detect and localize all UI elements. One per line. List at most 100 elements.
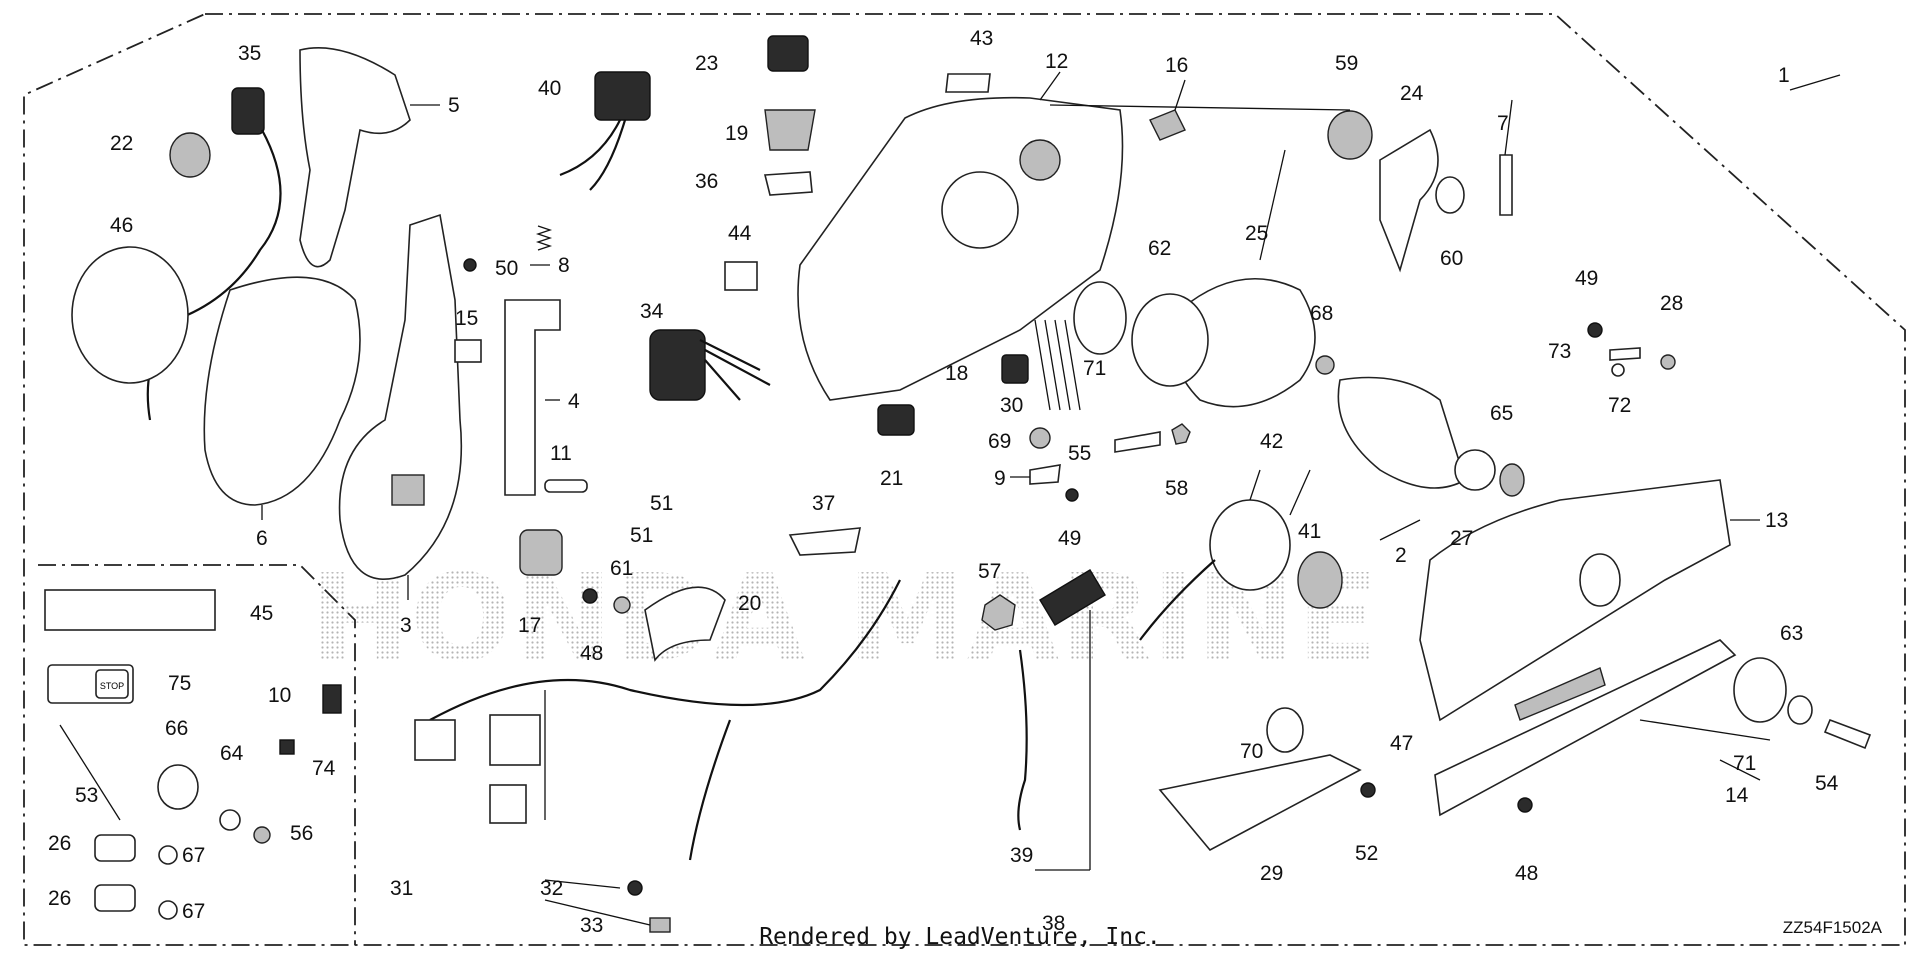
callout-62: 62	[1148, 237, 1171, 260]
screw-50	[463, 258, 477, 272]
adhesive-strips	[1034, 319, 1081, 411]
callout-65: 65	[1490, 402, 1513, 425]
connector-31	[489, 784, 527, 824]
callout-67b: 67	[182, 900, 205, 923]
callout-12: 12	[1045, 50, 1068, 73]
washer-72	[1611, 363, 1625, 377]
callout-39: 39	[1010, 844, 1033, 867]
callout-43: 43	[970, 27, 993, 50]
callout-58: 58	[1165, 477, 1188, 500]
callout-56: 56	[290, 822, 313, 845]
block-10	[279, 739, 295, 755]
wire-harness-branch	[688, 719, 732, 861]
callout-46: 46	[110, 214, 133, 237]
cap	[767, 35, 809, 72]
callout-22: 22	[110, 132, 133, 155]
cover-hole	[1579, 553, 1621, 607]
bolt-54	[1823, 718, 1872, 750]
callout-13: 13	[1765, 509, 1788, 532]
switch-74	[322, 684, 342, 714]
callout-71b: 71	[1733, 752, 1756, 775]
callout-55: 55	[1068, 442, 1091, 465]
callout-26a: 26	[48, 832, 71, 855]
bushing-71	[1073, 281, 1127, 355]
callout-75: 75	[168, 672, 191, 695]
callout-31: 31	[390, 877, 413, 900]
emergency-switch	[1039, 569, 1106, 626]
callout-40: 40	[538, 77, 561, 100]
screw-48	[582, 588, 598, 604]
inset-boundary	[38, 564, 356, 945]
callout-41: 41	[1298, 520, 1321, 543]
ignition-wires	[699, 339, 771, 401]
callout-51a: 51	[650, 492, 673, 515]
callout-32: 32	[540, 877, 563, 900]
callout-74: 74	[312, 757, 336, 780]
callout-34: 34	[640, 300, 664, 323]
callout-29: 29	[1260, 862, 1283, 885]
callout-17: 17	[518, 614, 541, 637]
callout-20: 20	[738, 592, 761, 615]
arm-hub	[391, 474, 425, 506]
stop-badge	[95, 669, 129, 699]
case-boss	[941, 171, 1019, 249]
bolt-53	[59, 724, 121, 821]
callout-66: 66	[165, 717, 188, 740]
ignition-switch	[649, 329, 706, 401]
washer-60	[1435, 176, 1465, 214]
band-37	[788, 527, 862, 556]
connector-2pin	[414, 719, 456, 761]
wire-harness	[429, 579, 901, 721]
callout-24: 24	[1400, 82, 1424, 105]
buzzer-plate	[1297, 551, 1343, 609]
shift-bracket	[504, 299, 561, 496]
washer-64	[219, 809, 241, 831]
clip-28	[1660, 354, 1676, 370]
callout-2: 2	[1395, 544, 1407, 567]
bracket-73	[1609, 347, 1641, 361]
plate-26b	[94, 884, 136, 912]
nut-58	[1171, 423, 1191, 445]
connector-6pin	[489, 714, 541, 766]
trim-switch	[594, 71, 651, 121]
callout-8: 8	[558, 254, 570, 277]
decal-47	[1514, 667, 1606, 721]
lower-cover	[1434, 639, 1737, 817]
bolt-16	[1149, 109, 1186, 141]
plate-26a	[94, 834, 136, 862]
callout-50: 50	[495, 257, 518, 280]
switch-housing	[764, 109, 816, 151]
screw-49	[1065, 488, 1079, 502]
callout-49a: 49	[1575, 267, 1598, 290]
callout-33: 33	[580, 914, 603, 937]
callout-14: 14	[1725, 784, 1749, 807]
label-44	[724, 261, 758, 291]
screw-52	[1360, 782, 1376, 798]
clip-70	[1266, 707, 1304, 753]
nut-61	[613, 596, 631, 614]
clip	[454, 339, 482, 363]
control-case	[797, 96, 1124, 401]
trim-switch-wires	[559, 119, 627, 191]
callout-16: 16	[1165, 54, 1188, 77]
callout-9: 9	[994, 467, 1006, 490]
throttle-plate	[1337, 376, 1466, 489]
callout-68: 68	[1310, 302, 1333, 325]
callout-67a: 67	[182, 844, 205, 867]
callout-26b: 26	[48, 887, 71, 910]
grommet	[169, 132, 211, 178]
callout-30: 30	[1000, 394, 1023, 417]
callout-71a: 71	[1083, 357, 1106, 380]
lever-handle	[299, 47, 411, 268]
callout-6: 6	[256, 527, 268, 550]
sticker-45	[44, 589, 216, 631]
callout-59: 59	[1335, 52, 1358, 75]
buzzer	[1209, 499, 1291, 591]
lock-plate	[544, 479, 588, 493]
render-credit: Rendered by LeadVenture, Inc.	[759, 924, 1161, 950]
callout-44: 44	[728, 222, 752, 245]
washer-65	[1499, 463, 1525, 497]
clamp-21	[877, 404, 915, 436]
callout-64: 64	[220, 742, 244, 765]
